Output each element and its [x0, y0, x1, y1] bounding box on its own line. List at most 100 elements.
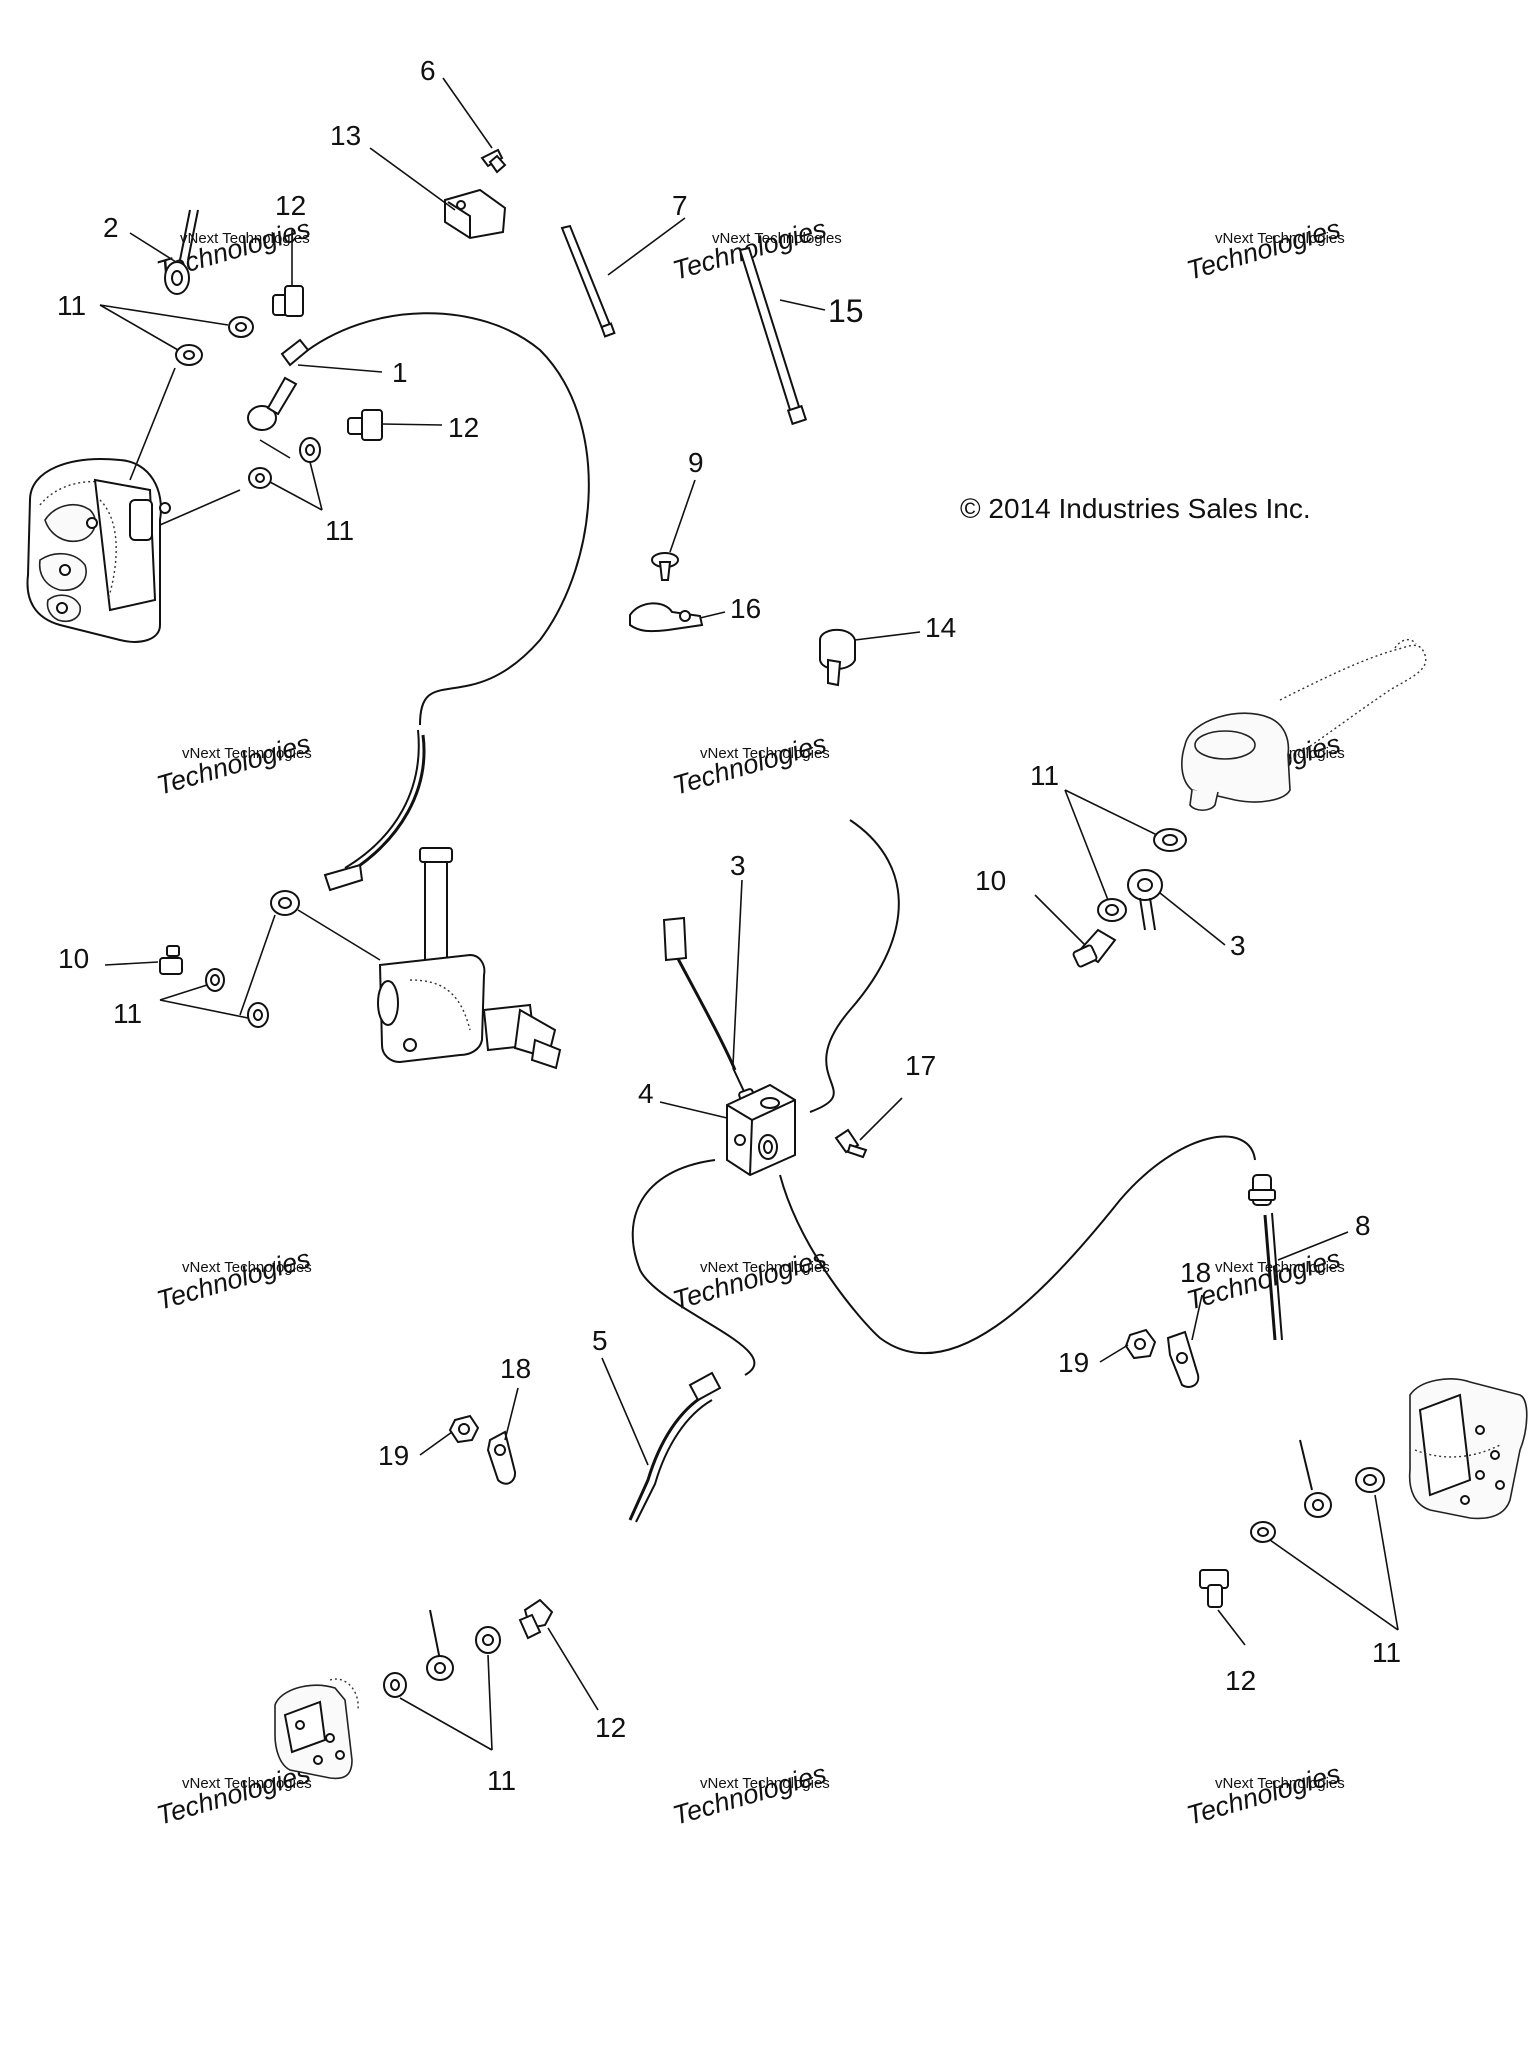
callout-11a: 11	[57, 290, 86, 321]
callout-2: 2	[103, 212, 119, 243]
crush-washer-11	[175, 344, 203, 366]
watermark-text: vNext Technologies	[700, 1775, 830, 1792]
callout-11e: 11	[1372, 1637, 1401, 1668]
callout-12c: 12	[1225, 1665, 1256, 1696]
rear-master-cylinder	[270, 847, 562, 1070]
watermark-text: vNext Technologies	[182, 1259, 312, 1276]
caliper-stub-hose	[179, 209, 191, 261]
callout-18b: 18	[500, 1353, 531, 1384]
brake-hose-front-lower	[349, 734, 426, 874]
watermark-text: vNext Technologies	[712, 230, 842, 247]
crush-washer-11	[1153, 828, 1187, 852]
callout-14: 14	[925, 612, 956, 643]
watermark: Technologies vNext Technologies	[153, 1243, 313, 1315]
rear-caliper-right	[1408, 1378, 1528, 1520]
callout-6: 6	[420, 55, 436, 86]
watermark-text: vNext Technologies	[700, 745, 830, 762]
watermark-text: vNext Technologies	[1215, 230, 1345, 247]
screw-9	[651, 552, 679, 581]
brake-hose-5	[628, 1393, 706, 1521]
watermark-text: Technologies	[669, 1243, 829, 1315]
banjo-fitting-2	[164, 261, 190, 295]
callout-12b: 12	[448, 412, 479, 443]
callout-11f: 11	[487, 1765, 516, 1796]
callout-10b: 10	[58, 943, 89, 974]
brake-line-upper-right	[809, 819, 900, 1113]
callout-4: 4	[638, 1078, 654, 1109]
leader-lines	[99, 77, 1399, 1751]
crush-washer-11	[228, 316, 254, 338]
watermark: Technologies vNext Technologies	[669, 1758, 829, 1830]
callout-15: 15	[828, 293, 864, 329]
crush-washer-11	[205, 968, 225, 992]
brake-line-3-fitting	[662, 916, 760, 1116]
callout-19b: 19	[378, 1440, 409, 1471]
parts	[26, 148, 1528, 1780]
clip-16	[629, 602, 704, 633]
callout-11b: 11	[325, 515, 354, 546]
callout-3b: 3	[1230, 930, 1246, 961]
front-caliper-left	[26, 458, 171, 643]
hose-bracket-13	[444, 188, 507, 240]
hose-clip-18-right	[1166, 1330, 1200, 1388]
rear-caliper-left	[274, 1678, 359, 1780]
callout-5: 5	[592, 1325, 608, 1356]
watermark-text: vNext Technologies	[182, 745, 312, 762]
nut-19-right	[1124, 1328, 1157, 1360]
brake-hose-5-fitting	[688, 1371, 722, 1402]
callout-11d: 11	[113, 998, 142, 1029]
watermark-text: Technologies	[669, 1758, 829, 1830]
crush-washer-11	[248, 467, 272, 489]
screw-6	[480, 148, 507, 174]
callout-8: 8	[1355, 1210, 1371, 1241]
screw-17	[834, 1128, 868, 1159]
brake-hose-8-fitting	[1248, 1174, 1276, 1206]
crush-washer-11	[247, 1002, 269, 1028]
cable-tie-15	[738, 246, 808, 426]
callout-7: 7	[672, 190, 688, 221]
watermark: Technologies vNext Technologies	[1183, 213, 1344, 285]
brake-line-lower-right	[779, 1135, 1256, 1355]
callout-12d: 12	[595, 1712, 626, 1743]
callout-3a: 3	[730, 850, 746, 881]
brake-hose-front-upper	[299, 312, 590, 726]
watermark-text: Technologies	[153, 1243, 313, 1315]
callout-16: 16	[730, 593, 761, 624]
crush-washer-11	[1097, 898, 1127, 922]
crush-washer-11	[383, 1672, 407, 1698]
banjo-bolt-12-upper	[272, 285, 304, 317]
watermark-text: Technologies	[1183, 1758, 1343, 1830]
copyright-notice: © 2014 Industries Sales Inc.	[960, 493, 1311, 524]
brake-hose-front-lower-edge	[344, 729, 420, 869]
watermark-text: vNext Technologies	[1215, 1775, 1345, 1792]
watermark-text: Technologies	[669, 728, 829, 800]
watermark-text: vNext Technologies	[182, 1775, 312, 1792]
watermark: Technologies vNext Technologies	[669, 1243, 829, 1315]
nut-19-left	[448, 1414, 480, 1444]
crush-washer-11	[1250, 1521, 1276, 1543]
banjo-bolt-12-right	[1199, 1569, 1229, 1608]
watermark-text: Technologies	[153, 728, 313, 800]
watermark-text: vNext Technologies	[700, 1259, 830, 1276]
junction-block-4	[726, 1083, 796, 1177]
callout-1: 1	[392, 357, 408, 388]
banjo-bolt-12-middle	[347, 409, 383, 441]
watermark-text: Technologies	[1183, 213, 1343, 285]
caliper-stub-hose	[1299, 1439, 1313, 1491]
watermark: Technologies vNext Technologies	[1183, 1758, 1344, 1830]
watermark: Technologies vNext Technologies	[669, 728, 829, 800]
watermark-text: vNext Technologies	[1215, 1259, 1345, 1276]
banjo-bolt-10-left	[159, 945, 183, 975]
caliper-stub-hose	[187, 209, 199, 261]
callout-17: 17	[905, 1050, 936, 1081]
brake-hose-5-edge	[635, 1399, 713, 1523]
callout-10a: 10	[975, 865, 1006, 896]
watermarks: Technologies vNext Technologies Technolo…	[153, 213, 1344, 1830]
hose-clip-18-left	[486, 1430, 517, 1485]
brake-line-lower-left	[631, 1159, 756, 1376]
crush-washer-11	[299, 437, 321, 463]
callout-11c: 11	[1030, 760, 1059, 791]
watermark-text: vNext Technologies	[180, 230, 310, 247]
callout-12a: 12	[275, 190, 306, 221]
